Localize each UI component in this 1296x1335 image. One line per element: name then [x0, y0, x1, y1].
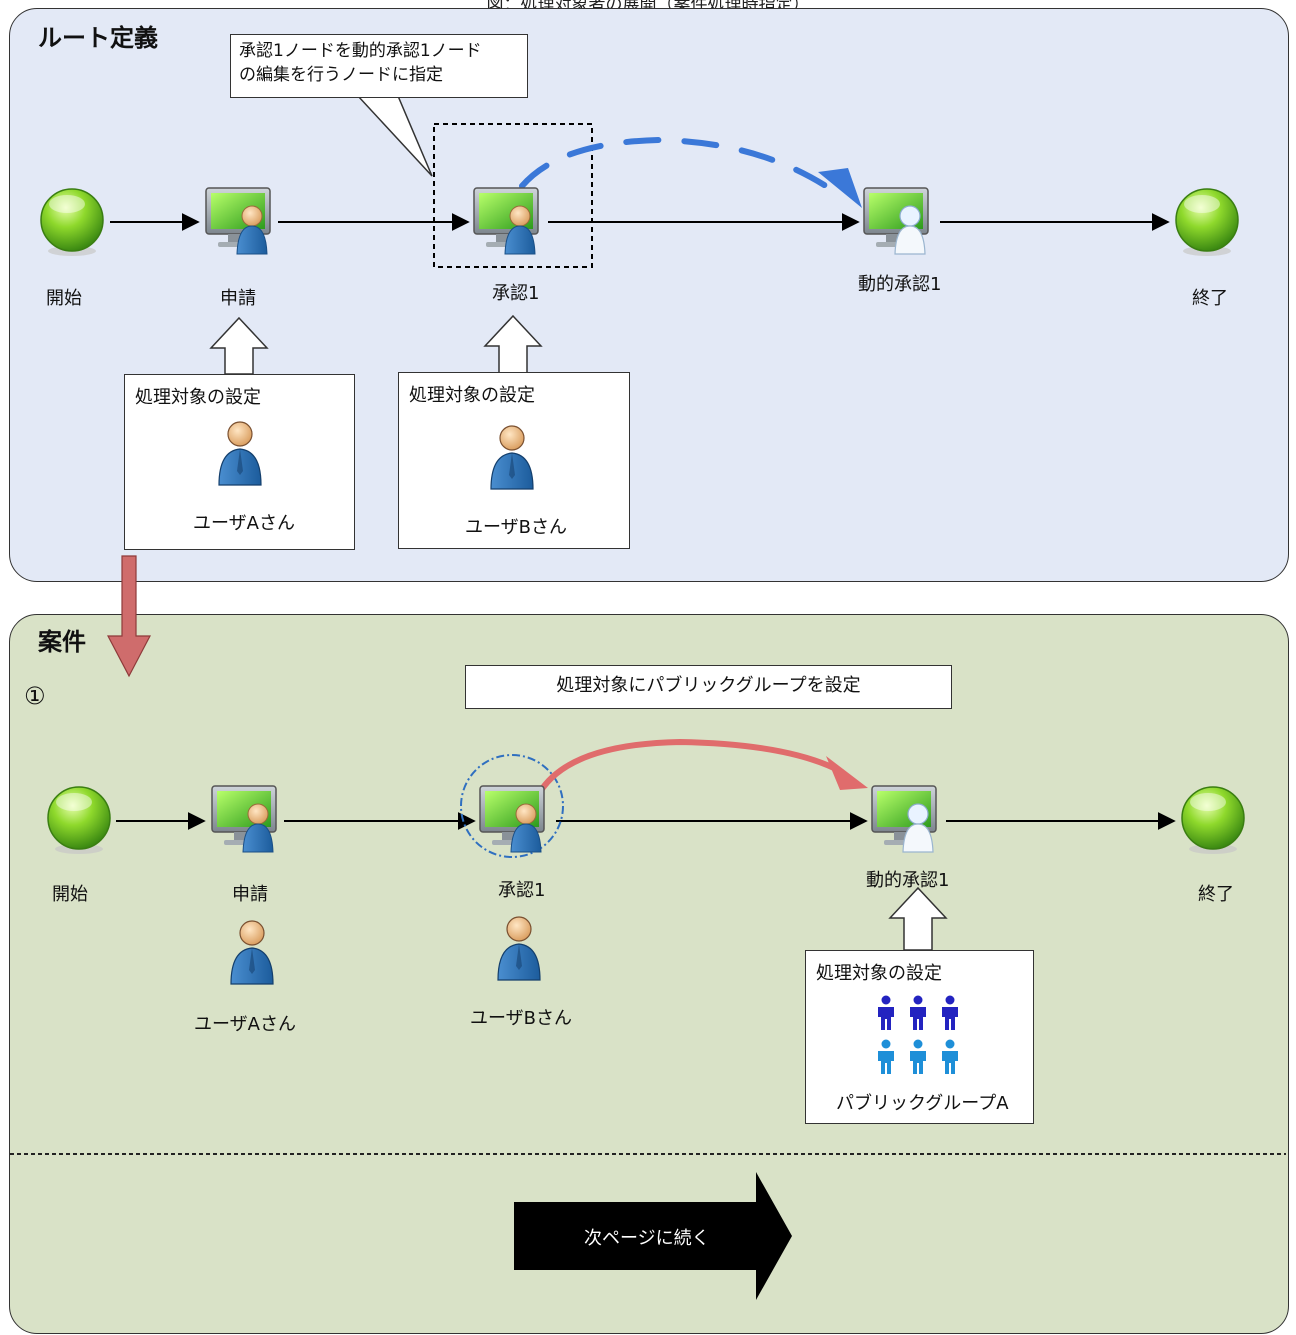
- up-arrow-dynamic: [888, 886, 948, 951]
- user-b-icon: [490, 425, 534, 490]
- apply-setting-user: ユーザAさん: [193, 513, 295, 534]
- case-approve1-node-icon: [480, 786, 544, 852]
- dynamic-setting-group: パブリックグループA: [836, 1093, 1009, 1114]
- route-end-label: 終了: [1192, 288, 1228, 309]
- approve-setting-title: 処理対象の設定: [409, 385, 535, 406]
- route-dynamic-label: 動的承認1: [858, 274, 942, 295]
- up-arrow-apply: [209, 316, 269, 375]
- case-apply-node-icon: [212, 786, 276, 852]
- case-apply-label: 申請: [232, 884, 268, 905]
- continue-label: 次ページに続く: [584, 1228, 710, 1249]
- end-icon: [1175, 188, 1239, 257]
- case-panel-title: 案件: [38, 628, 86, 656]
- case-banner: 処理対象にパブリックグループを設定: [465, 665, 952, 709]
- blue-dashed-arrow: [519, 136, 862, 208]
- route-approve-setting-box: 処理対象の設定 ユーザBさん: [398, 372, 630, 549]
- user-a-icon: [218, 421, 262, 486]
- continue-arrow: [514, 1172, 792, 1300]
- route-panel-title: ルート定義: [38, 24, 158, 52]
- case-dynamic-setting-box: 処理対象の設定 パブリックグループA: [805, 950, 1034, 1124]
- group-icon: [878, 995, 958, 1074]
- route-start-label: 開始: [46, 288, 82, 309]
- route-apply-label: 申請: [220, 288, 256, 309]
- apply-setting-title: 処理対象の設定: [135, 387, 261, 408]
- case-end-label: 終了: [1198, 884, 1234, 905]
- start-icon: [40, 188, 104, 257]
- selection-box: [433, 123, 593, 268]
- approve1-node-icon: [474, 188, 538, 254]
- up-arrow-approve: [483, 314, 543, 375]
- dynamic-node-icon: [864, 188, 928, 254]
- case-user-a-label: ユーザAさん: [194, 1014, 296, 1035]
- callout-pointer: [356, 95, 433, 177]
- red-curved-arrow: [537, 738, 868, 795]
- case-start-label: 開始: [52, 884, 88, 905]
- case-approve1-label: 承認1: [498, 880, 546, 901]
- route-apply-setting-box: 処理対象の設定 ユーザAさん: [124, 374, 355, 550]
- route-callout: 承認1ノードを動的承認1ノード の編集を行うノードに指定: [230, 34, 528, 98]
- approve-setting-user: ユーザBさん: [465, 517, 567, 538]
- case-user-b-label: ユーザBさん: [470, 1008, 572, 1029]
- case-dynamic-label: 動的承認1: [866, 870, 950, 891]
- transfer-arrow: [107, 555, 151, 678]
- case-user-a-icon: [230, 920, 274, 985]
- callout-line-1: 承認1ノードを動的承認1ノード: [239, 41, 482, 61]
- dynamic-setting-title: 処理対象の設定: [816, 963, 942, 984]
- case-end-icon: [1181, 786, 1245, 855]
- route-approve1-label: 承認1: [492, 283, 540, 304]
- step-number: ①: [24, 682, 46, 710]
- case-user-b-icon: [497, 916, 541, 981]
- case-dynamic-node-icon: [872, 786, 936, 852]
- case-start-icon: [47, 786, 111, 855]
- selection-circle: [460, 754, 564, 858]
- callout-line-2: の編集を行うノードに指定: [239, 65, 443, 85]
- apply-node-icon: [206, 188, 270, 254]
